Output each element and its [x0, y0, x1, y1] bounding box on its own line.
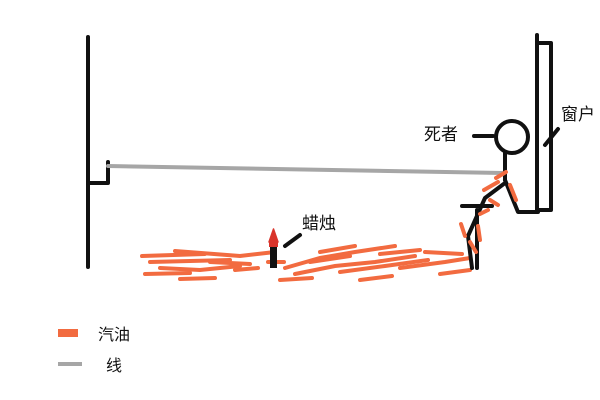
legend-gasoline-swatch	[58, 329, 78, 337]
label-deceased: 死者	[424, 125, 458, 145]
legend-gasoline: 汽油	[58, 321, 130, 345]
legend-string: 线	[58, 352, 122, 376]
window-pointer	[543, 127, 560, 147]
legend-string-label: 线	[106, 356, 123, 375]
deceased-figure	[460, 119, 540, 270]
gasoline-floor	[140, 244, 472, 282]
legend-string-swatch	[58, 362, 82, 366]
label-candle: 蜡烛	[302, 214, 336, 234]
window-frame	[535, 33, 553, 212]
string-line	[106, 164, 505, 175]
gasoline-on-figure	[459, 170, 518, 254]
candle	[268, 228, 279, 268]
candle-pointer	[283, 233, 302, 248]
legend-gasoline-label: 汽油	[98, 325, 131, 344]
candle-flame	[268, 228, 279, 243]
label-window: 窗户	[561, 105, 595, 125]
left-wall	[86, 35, 110, 269]
